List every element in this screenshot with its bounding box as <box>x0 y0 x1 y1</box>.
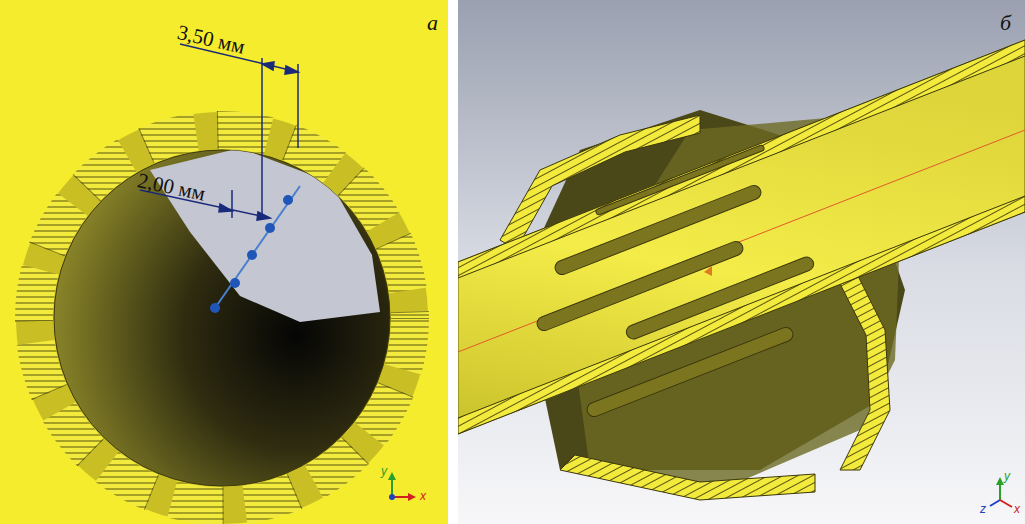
tube-axis <box>458 130 1025 352</box>
ring-back <box>16 112 428 524</box>
ring-blocks <box>34 130 410 506</box>
shell-wall <box>560 455 815 500</box>
light-face <box>150 148 380 322</box>
axis-label: x <box>1014 503 1020 515</box>
axis-label: y <box>381 465 387 477</box>
tube-wall <box>458 196 1025 434</box>
panel-background <box>0 0 448 524</box>
shell-wall <box>832 260 890 470</box>
axis-label: y <box>1004 470 1010 482</box>
probe-point <box>283 195 293 205</box>
panel-letter: б <box>1000 12 1011 34</box>
probe-point <box>247 250 257 260</box>
port-marker <box>704 266 712 276</box>
axis-label: x <box>420 490 426 502</box>
block-edges <box>34 130 410 506</box>
panel-letter: а <box>427 12 438 34</box>
probe-line <box>215 186 300 308</box>
axis-label: z <box>980 503 986 515</box>
inner-tube <box>458 40 1025 434</box>
panel-background <box>458 0 1025 524</box>
slots <box>535 144 816 418</box>
probe-point <box>265 223 275 233</box>
axis-triad <box>388 472 416 501</box>
probe-point <box>230 278 240 288</box>
probe-point <box>210 303 220 313</box>
